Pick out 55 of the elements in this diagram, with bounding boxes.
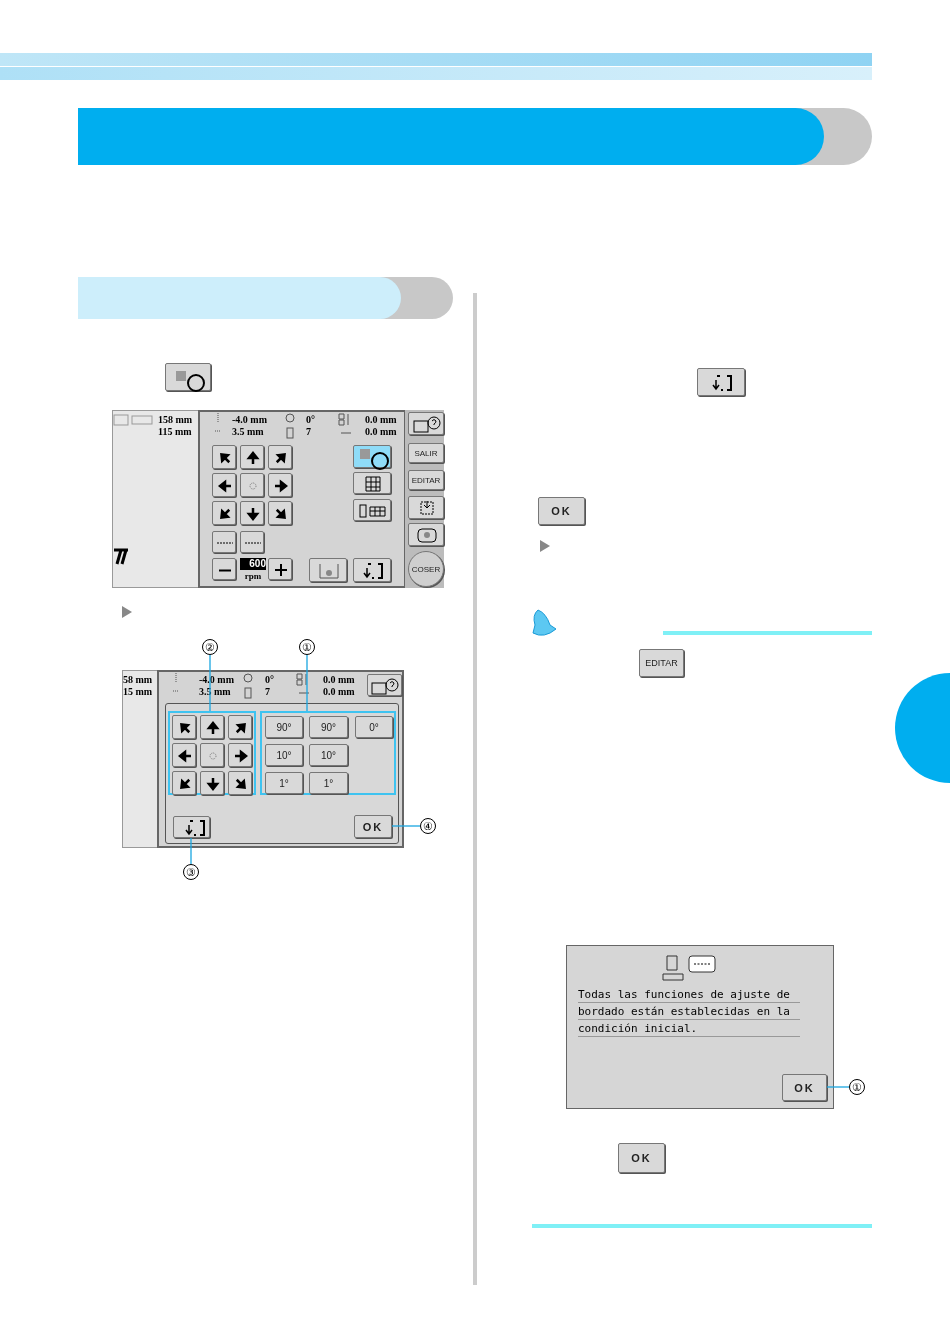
rotate-left-button: 90° xyxy=(265,716,303,738)
readout-value: 7 xyxy=(306,426,312,438)
callout-number: ④ xyxy=(420,818,436,834)
readout-value: 3.5 mm xyxy=(232,426,265,438)
ok-button: OK xyxy=(538,497,585,525)
leader-line xyxy=(826,1086,850,1088)
title-band xyxy=(78,108,872,165)
edit-button: EDITAR xyxy=(408,470,444,490)
section-band xyxy=(78,277,453,319)
readout-value: 58 mm xyxy=(123,674,154,686)
ok-button: OK xyxy=(618,1143,665,1173)
trial-button xyxy=(309,558,347,582)
callout-number: ① xyxy=(299,639,315,655)
reset-button xyxy=(353,558,391,582)
help-button xyxy=(408,412,444,435)
rotate-right-button: 90° xyxy=(309,716,348,738)
reset-button xyxy=(173,816,210,838)
readout-value: 7 xyxy=(265,686,271,698)
leader-line xyxy=(190,837,192,865)
exit-button: SALIR xyxy=(408,443,444,463)
rotate-right-button: 1° xyxy=(309,772,348,794)
reset-button xyxy=(697,368,745,396)
readout-value: 158 mm xyxy=(158,414,194,426)
readout-value: 0.0 mm xyxy=(365,426,398,438)
readout-value: 0.0 mm xyxy=(365,414,398,426)
leader-line xyxy=(209,654,211,712)
readout-value: 15 mm xyxy=(123,686,154,698)
speed-display: 600 xyxy=(240,558,266,570)
leader-line xyxy=(306,654,308,712)
unit-label: rpm xyxy=(243,570,263,582)
rotate-left-button: 10° xyxy=(265,744,303,766)
rotate-button xyxy=(353,445,391,468)
leader-line xyxy=(391,825,421,827)
button-group-frame xyxy=(260,711,396,795)
ok-button: OK xyxy=(354,815,392,838)
edit-button: EDITAR xyxy=(639,649,684,677)
readout-value: -4.0 mm xyxy=(232,414,268,426)
message-dialog xyxy=(566,945,834,1109)
callout-number: ③ xyxy=(183,864,199,880)
readout-value: 0° xyxy=(306,414,316,426)
readout-value: 0.0 mm xyxy=(323,686,356,698)
readout-value: 0° xyxy=(265,674,275,686)
readout-value: 0.0 mm xyxy=(323,674,356,686)
rotate-right-button: 10° xyxy=(309,744,348,766)
readout-value: 115 mm xyxy=(158,426,193,438)
frame-button xyxy=(408,496,444,519)
callout-number: ① xyxy=(849,1079,865,1095)
callout-number: ② xyxy=(202,639,218,655)
angle-reset-button: 0° xyxy=(355,716,393,738)
hoop-button xyxy=(408,523,444,546)
ok-button: OK xyxy=(782,1074,827,1101)
rotate-left-button: 1° xyxy=(265,772,303,794)
button-group-frame xyxy=(168,711,256,795)
layout-button xyxy=(353,472,391,494)
color-sort-button xyxy=(353,499,391,521)
